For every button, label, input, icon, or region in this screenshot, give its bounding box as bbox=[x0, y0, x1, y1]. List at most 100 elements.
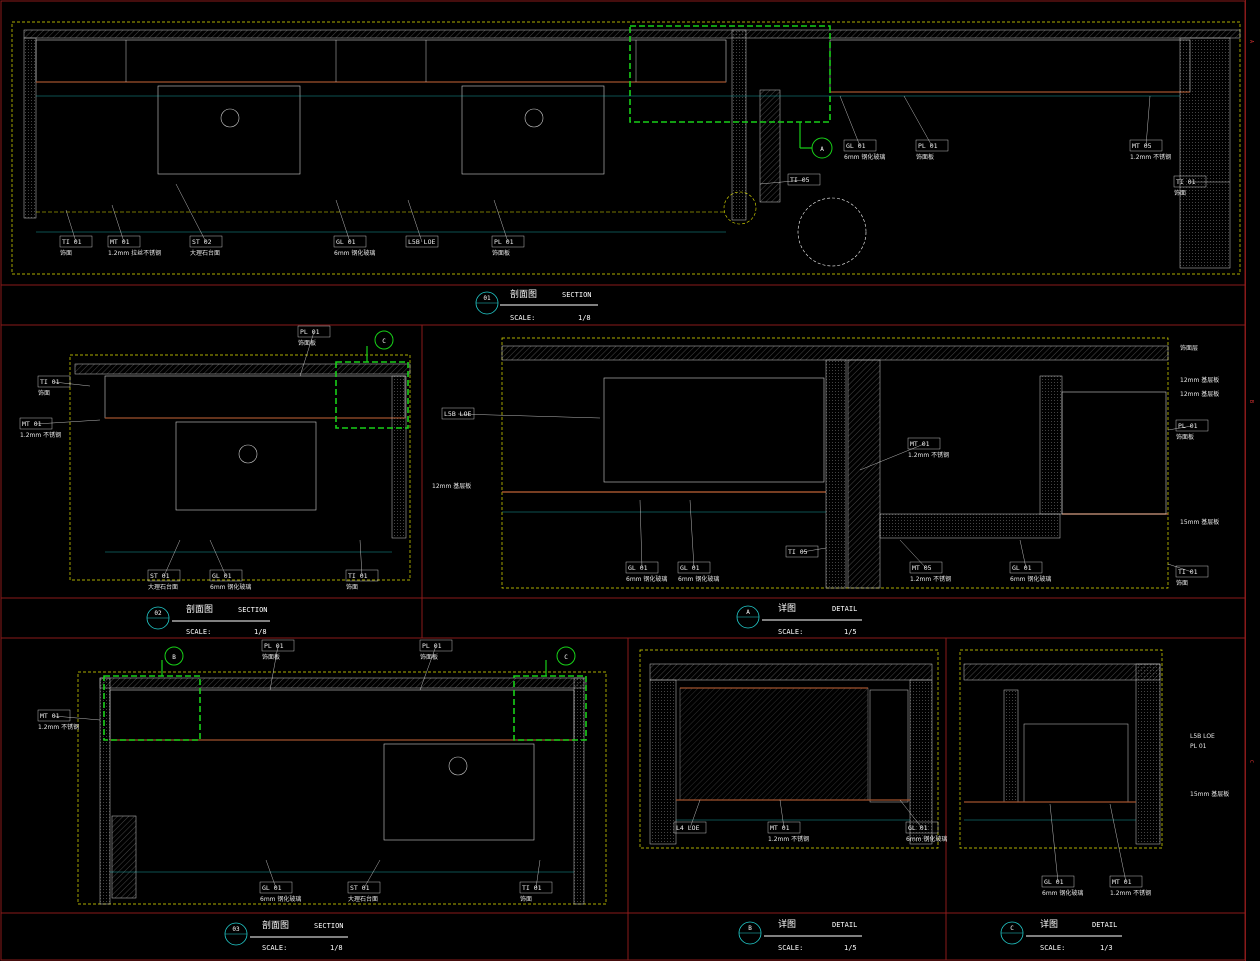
callout-code: L5B LOE bbox=[444, 410, 471, 418]
callout-desc: 大理石台面 bbox=[348, 895, 378, 903]
highlight-detail-b[interactable] bbox=[103, 675, 201, 741]
callout-desc: 饰面 bbox=[1176, 579, 1188, 587]
callout-tag[interactable] bbox=[519, 881, 553, 894]
callout-leader bbox=[1049, 803, 1059, 883]
callout-leader bbox=[639, 499, 643, 569]
callout-tag[interactable] bbox=[787, 173, 821, 186]
callout-tag[interactable] bbox=[333, 235, 367, 248]
callout-tag[interactable] bbox=[909, 561, 943, 574]
callout-code: GL 01 bbox=[628, 564, 648, 572]
callout-tag[interactable] bbox=[59, 235, 93, 248]
detail-bubble-a[interactable] bbox=[811, 137, 833, 159]
callout-tag[interactable] bbox=[441, 407, 475, 420]
callout-tag[interactable] bbox=[1129, 139, 1163, 152]
section-02-num: 02 bbox=[154, 610, 162, 617]
callout-tag[interactable] bbox=[785, 545, 819, 558]
callout-tag[interactable] bbox=[625, 561, 659, 574]
callout-tag[interactable] bbox=[915, 139, 949, 152]
callout-code: MT 01 bbox=[1112, 878, 1132, 886]
callout-desc: 1.2mm 不锈钢 bbox=[1130, 153, 1171, 161]
callout-desc: 饰面 bbox=[346, 583, 358, 591]
callout-tag[interactable] bbox=[37, 709, 71, 722]
callout-tag[interactable] bbox=[37, 375, 71, 388]
annotation-note: 饰面层 bbox=[1180, 344, 1198, 352]
callout-tag[interactable] bbox=[491, 235, 525, 248]
callout-tag[interactable] bbox=[345, 569, 379, 582]
callout-leader bbox=[899, 799, 923, 829]
callout-code: TI 01 bbox=[348, 572, 368, 580]
callout-leader bbox=[759, 179, 805, 185]
highlight-detail-c2[interactable] bbox=[513, 675, 587, 741]
callout-desc: 饰面 bbox=[1174, 189, 1186, 197]
detail-bubble-b[interactable] bbox=[164, 646, 184, 666]
callout-desc: 饰面板 bbox=[1176, 433, 1194, 441]
callout-desc: 6mm 钢化玻璃 bbox=[844, 153, 885, 161]
callout-code: TI 01 bbox=[62, 238, 82, 246]
callout-code: ST 02 bbox=[192, 238, 212, 246]
callout-tag[interactable] bbox=[1041, 875, 1075, 888]
highlight-detail-c[interactable] bbox=[335, 361, 409, 429]
detail-bubble-c2[interactable] bbox=[556, 646, 576, 666]
callout-tag[interactable] bbox=[209, 569, 243, 582]
callout-tag[interactable] bbox=[907, 437, 941, 450]
callout-tag[interactable] bbox=[673, 821, 707, 834]
callout-tag[interactable] bbox=[767, 821, 801, 834]
callout-code: TI 01 bbox=[1178, 568, 1198, 576]
callout-leader bbox=[265, 859, 277, 889]
callout-leader bbox=[1145, 95, 1151, 147]
annotation-note: L5B LOE bbox=[1190, 733, 1215, 740]
detail-c-title-en: DETAIL bbox=[1092, 921, 1117, 929]
callout-code: ST 01 bbox=[350, 884, 370, 892]
callout-leader bbox=[779, 799, 785, 829]
callout-tag[interactable] bbox=[405, 235, 439, 248]
callout-leader bbox=[335, 199, 351, 243]
callout-code: TI 01 bbox=[522, 884, 542, 892]
callout-tag[interactable] bbox=[1175, 419, 1209, 432]
callout-tag[interactable] bbox=[19, 417, 53, 430]
callout-tag[interactable] bbox=[843, 139, 877, 152]
callout-tag[interactable] bbox=[297, 325, 331, 338]
callout-tag[interactable] bbox=[1175, 565, 1209, 578]
highlight-detail-a[interactable] bbox=[629, 25, 831, 123]
callout-leader bbox=[1109, 803, 1127, 883]
section-01-title: 01 剖面图 SECTION SCALE: 1/8 bbox=[475, 288, 598, 322]
callout-leader bbox=[903, 95, 933, 147]
callout-leader bbox=[899, 539, 927, 569]
callout-desc: 1.2mm 不锈钢 bbox=[768, 835, 809, 843]
callout-tag[interactable] bbox=[677, 561, 711, 574]
callout-tag[interactable] bbox=[259, 881, 293, 894]
bubble-a-label: A bbox=[820, 146, 824, 153]
section-02-title: 02 剖面图 SECTION SCALE: 1/8 bbox=[146, 603, 270, 636]
detail-c-num: C bbox=[1010, 925, 1014, 932]
callout-tag[interactable] bbox=[419, 639, 453, 652]
callout-leader bbox=[689, 499, 695, 569]
callout-tag[interactable] bbox=[1109, 875, 1143, 888]
callout-tag[interactable] bbox=[107, 235, 141, 248]
callout-tag[interactable] bbox=[147, 569, 181, 582]
callout-leader bbox=[457, 413, 601, 419]
callout-tag[interactable] bbox=[905, 821, 939, 834]
callout-desc: 1.2mm 不锈钢 bbox=[910, 575, 951, 583]
callout-code: MT 01 bbox=[110, 238, 130, 246]
detail-bubble-c[interactable] bbox=[374, 330, 394, 350]
callout-code: GL 01 bbox=[1012, 564, 1032, 572]
callout-leader bbox=[1167, 425, 1193, 431]
callout-tag[interactable] bbox=[261, 639, 295, 652]
callout-tag[interactable] bbox=[189, 235, 223, 248]
callout-code: TI 01 bbox=[40, 378, 60, 386]
callout-tag[interactable] bbox=[347, 881, 381, 894]
callout-tag[interactable] bbox=[1009, 561, 1043, 574]
callout-code: GL 01 bbox=[212, 572, 232, 580]
section-03-title: 03 剖面图 SECTION SCALE: 1/8 bbox=[224, 919, 348, 952]
detail-a-title-en: DETAIL bbox=[832, 605, 857, 613]
callout-tag[interactable] bbox=[1173, 175, 1207, 188]
